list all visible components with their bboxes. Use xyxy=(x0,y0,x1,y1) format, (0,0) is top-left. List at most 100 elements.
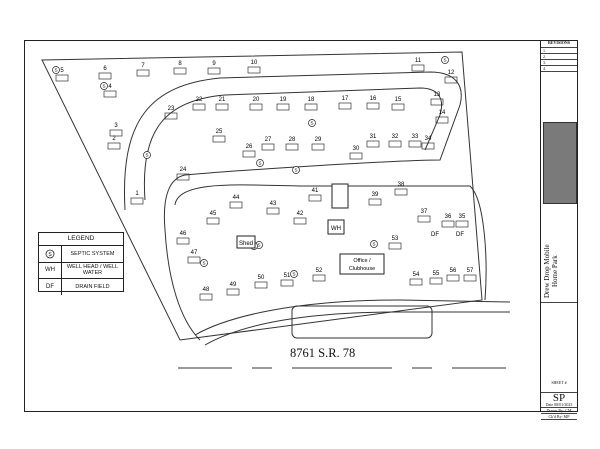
svg-text:S: S xyxy=(294,168,297,173)
loop-road xyxy=(123,71,462,341)
home-outline-2 xyxy=(107,142,121,150)
lot-label-47: 47 xyxy=(191,250,198,256)
home-outline-56 xyxy=(446,274,460,282)
drawn-by: Drawn By: CM xyxy=(541,408,577,414)
lot-label-38: 38 xyxy=(398,182,405,188)
home-outline-34 xyxy=(421,142,435,150)
lot-label-4: 4 xyxy=(108,84,112,90)
septic-symbol-9: S xyxy=(370,240,378,248)
svg-text:S: S xyxy=(202,261,205,266)
well-desc: WELL HEAD / WELL WATER xyxy=(66,264,119,277)
svg-text:S: S xyxy=(372,242,375,247)
home-outline-4 xyxy=(103,90,117,98)
clubhouse-label: Office / xyxy=(353,258,371,264)
legend-row-septic: S SEPTIC SYSTEM xyxy=(39,246,123,263)
lot-label-8: 8 xyxy=(178,61,182,67)
lot-label-26: 26 xyxy=(246,144,253,150)
home-outline-29 xyxy=(311,143,325,151)
lot-label-44: 44 xyxy=(233,195,240,201)
home-outline-17 xyxy=(338,102,352,110)
septic-symbol-7: S xyxy=(292,166,300,174)
lot-label-55: 55 xyxy=(433,271,440,277)
front-road-2 xyxy=(204,311,510,346)
lot-label-17: 17 xyxy=(342,96,349,102)
lot-label-30: 30 xyxy=(353,146,360,152)
home-outline-20 xyxy=(249,103,263,111)
rev-row-1: 1. xyxy=(541,48,577,54)
home-outline-10 xyxy=(247,66,261,74)
lot-label-53: 53 xyxy=(392,236,399,242)
sheet-label: SHEET # xyxy=(551,380,567,385)
lot-label-6: 6 xyxy=(103,66,107,72)
lot-label-37: 37 xyxy=(421,209,428,215)
lot-label-43: 43 xyxy=(270,201,277,207)
home-outline-14 xyxy=(435,116,449,124)
home-outline-48 xyxy=(199,293,213,301)
septic-symbol-11: S xyxy=(290,270,298,278)
revisions-header: REVISIONS xyxy=(541,40,577,48)
lot-40-building xyxy=(331,183,349,209)
lot-label-21: 21 xyxy=(219,97,226,103)
home-outline-33 xyxy=(408,140,422,148)
lot-label-12: 12 xyxy=(448,70,455,76)
septic-symbol-3: S xyxy=(441,56,449,64)
home-outline-31 xyxy=(366,140,380,148)
front-road xyxy=(194,299,511,336)
lot-label-3: 3 xyxy=(114,123,118,129)
street-address: 8761 S.R. 78 xyxy=(290,346,356,360)
home-outline-30 xyxy=(349,152,363,160)
svg-text:S: S xyxy=(443,58,446,63)
lot-label-11: 11 xyxy=(415,58,422,64)
shed-label: Shed xyxy=(239,241,253,247)
home-outline-3 xyxy=(109,129,123,137)
svg-text:S: S xyxy=(258,161,261,166)
lot-label-51: 51 xyxy=(284,273,291,279)
septic-symbol: S xyxy=(39,246,62,262)
home-outline-28 xyxy=(285,143,299,151)
home-outline-25 xyxy=(212,135,226,143)
site-plan-sheet xyxy=(24,40,578,412)
lot-label-24: 24 xyxy=(180,167,187,173)
home-outline-35 xyxy=(455,220,469,228)
home-outline-16 xyxy=(366,102,380,110)
septic-symbol-12: S xyxy=(256,159,264,167)
lot-label-2: 2 xyxy=(112,136,116,142)
shed-building xyxy=(236,235,256,249)
lot-label-15: 15 xyxy=(395,97,402,103)
well-head-label: WH xyxy=(331,226,341,232)
home-outline-22 xyxy=(192,103,206,111)
home-outline-41 xyxy=(308,194,322,202)
lot-label-18: 18 xyxy=(308,97,315,103)
svg-text:S: S xyxy=(292,272,295,277)
clubhouse-building xyxy=(339,253,385,275)
lot-label-54: 54 xyxy=(413,272,420,278)
svg-text:S: S xyxy=(102,84,105,89)
home-outline-21 xyxy=(215,103,229,111)
legend-row-well: WH WELL HEAD / WELL WATER xyxy=(39,262,123,279)
drain-desc: DRAIN FIELD xyxy=(75,283,110,290)
lot-label-23: 23 xyxy=(168,106,175,112)
home-outline-6 xyxy=(98,72,112,80)
clubhouse-label-2: Clubhouse xyxy=(349,266,375,272)
lot-label-45: 45 xyxy=(210,211,217,217)
rev-row-4: 4. xyxy=(541,66,577,72)
lot-label-32: 32 xyxy=(392,134,399,140)
checked-by: Ck'd By: MP xyxy=(541,414,577,420)
well-head-box xyxy=(327,219,345,235)
lower-road xyxy=(174,184,487,301)
septic-symbol-2: S xyxy=(143,151,151,159)
home-outline-7 xyxy=(136,69,150,77)
svg-text:S: S xyxy=(145,153,148,158)
home-outline-9 xyxy=(207,67,221,75)
svg-text:S: S xyxy=(257,243,260,248)
home-outline-8 xyxy=(173,67,187,75)
legend-box: LEGEND S SEPTIC SYSTEM WH WELL HEAD / WE… xyxy=(38,232,124,295)
lot-label-19: 19 xyxy=(280,97,287,103)
lot-label-42: 42 xyxy=(297,211,304,217)
home-outline-26 xyxy=(242,150,256,158)
home-outline-57 xyxy=(463,274,477,282)
property-boundary xyxy=(41,51,483,341)
lot-label-35: 35 xyxy=(459,214,466,220)
home-outline-19 xyxy=(276,103,290,111)
